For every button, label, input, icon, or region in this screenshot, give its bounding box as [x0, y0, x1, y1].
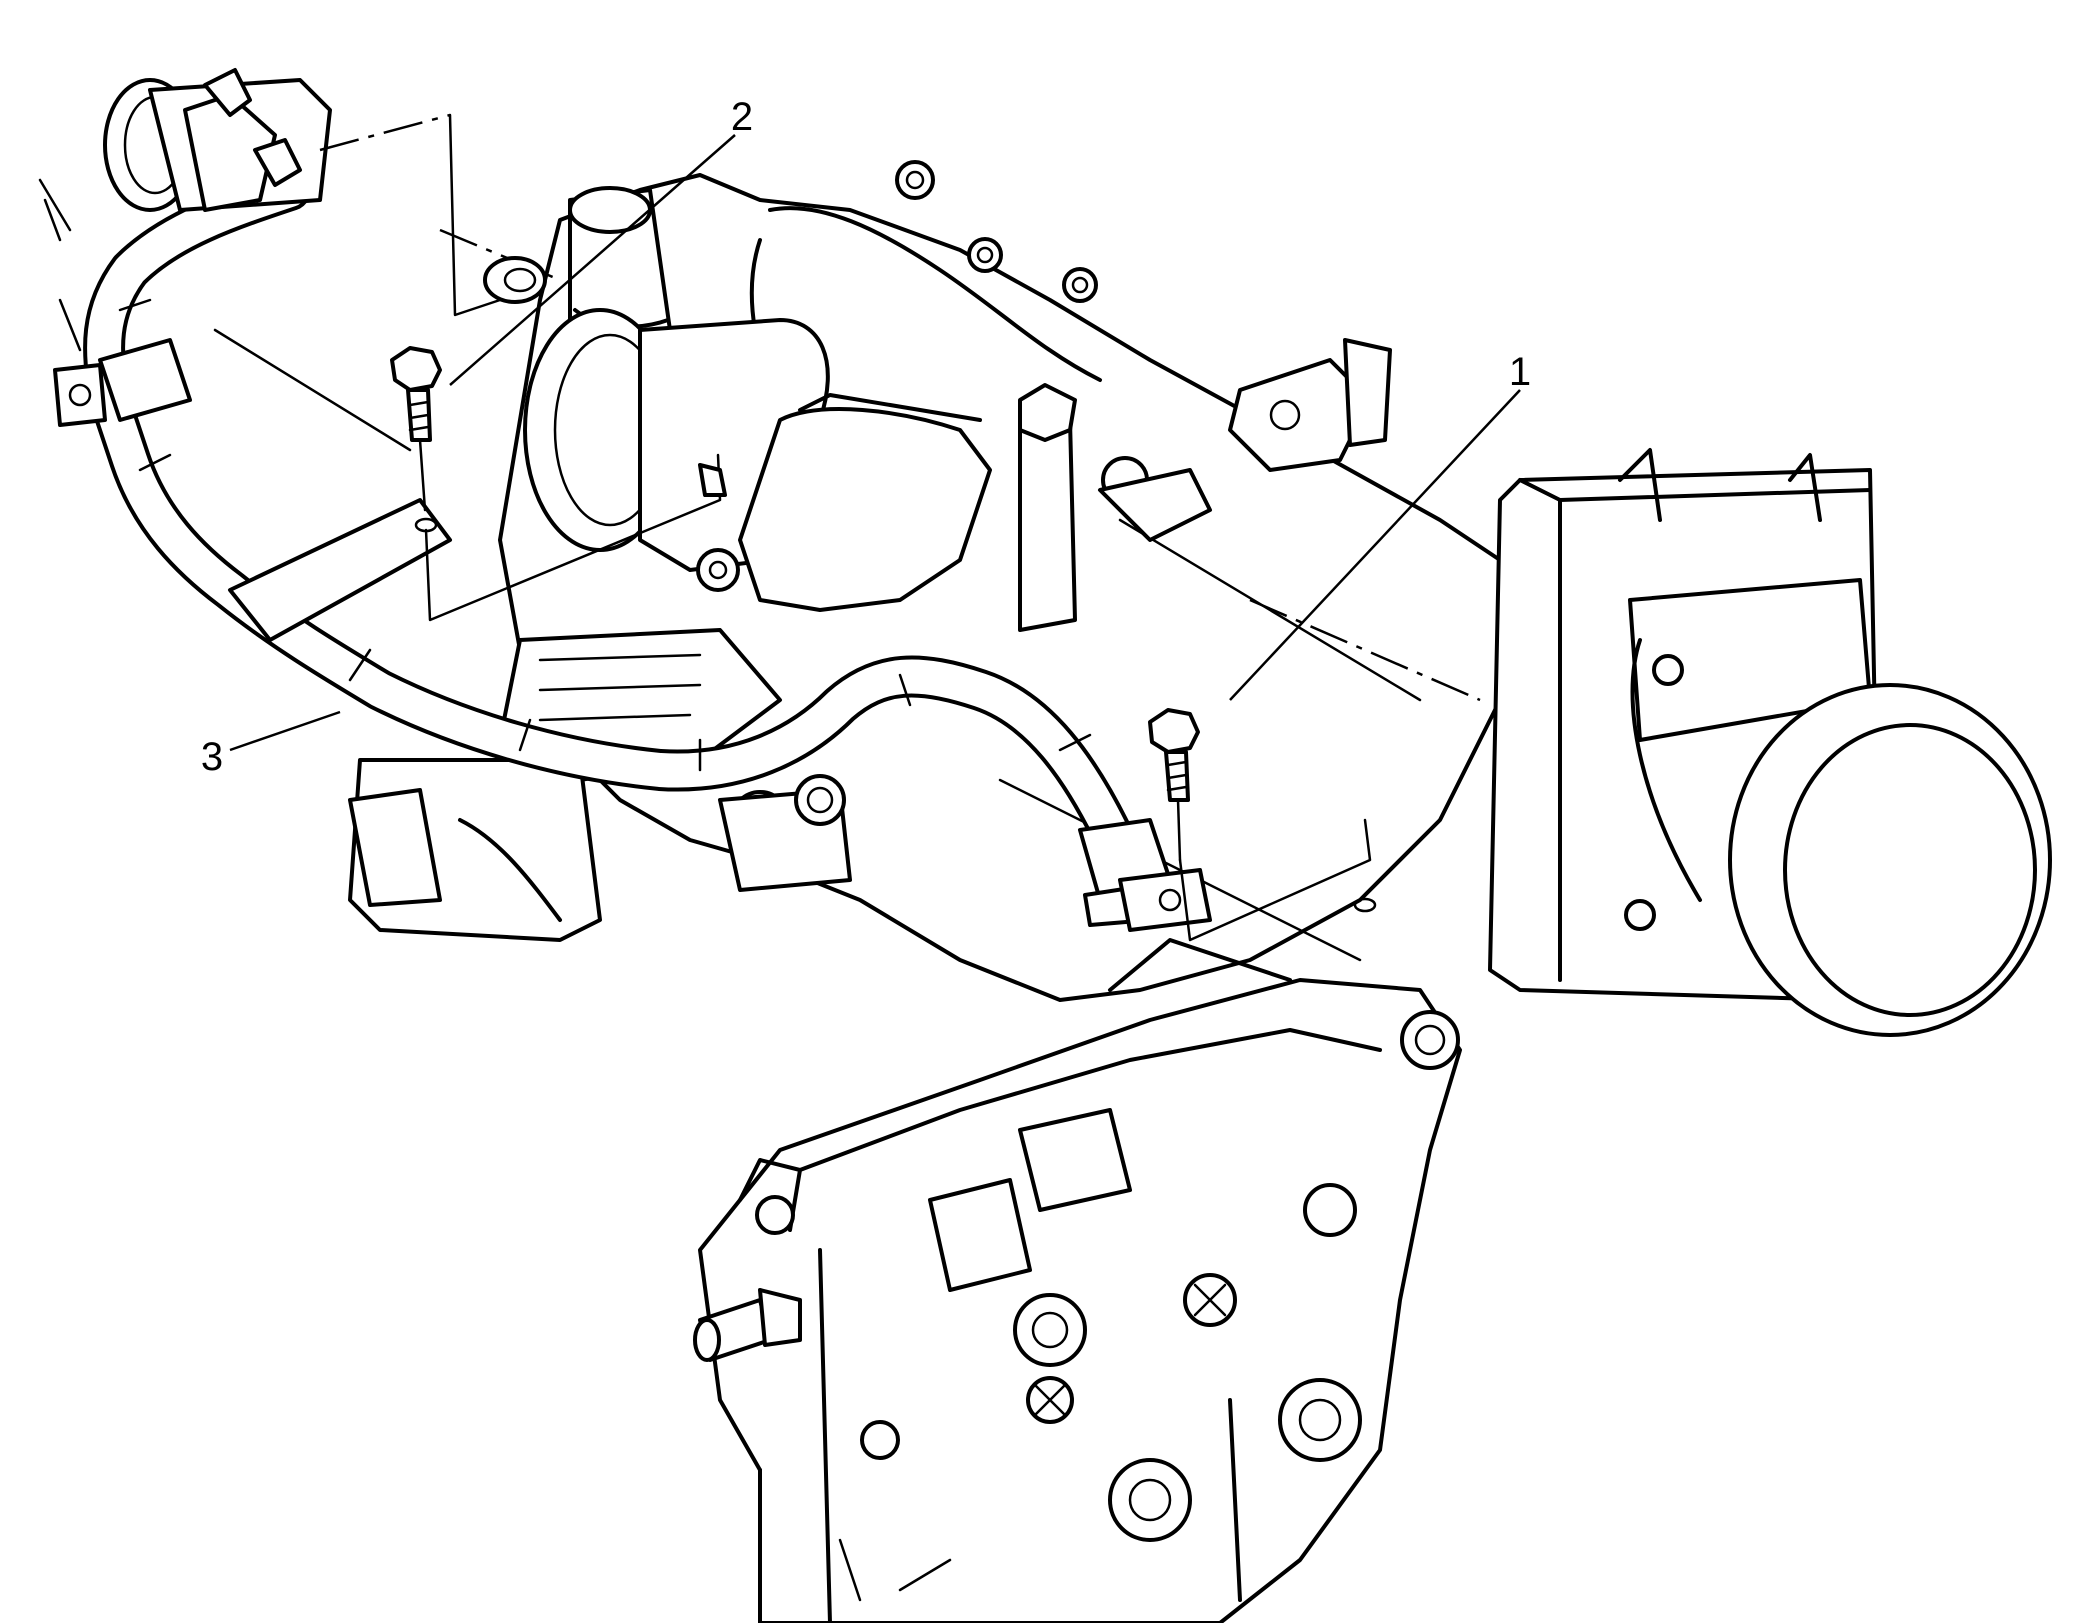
intake-manifold: [498, 160, 1502, 1002]
callout-label-2: 2: [731, 95, 753, 139]
heater-hose: [38, 68, 1212, 932]
bolt-1: [1148, 708, 1377, 942]
engine-front-cover: [693, 938, 1462, 1623]
throttle-body: [1249, 448, 2052, 1037]
callout-3: 3: [201, 710, 341, 779]
bolt-2: [390, 346, 740, 622]
leader-line-3: [229, 710, 341, 752]
callout-label-1: 1: [1509, 350, 1531, 394]
leader-line-2: [449, 134, 736, 386]
callout-2: 2: [449, 95, 753, 386]
callout-label-3: 3: [201, 735, 223, 779]
leader-line-1: [1229, 389, 1521, 701]
callout-1: 1: [1229, 350, 1531, 701]
intake-elbow: [523, 308, 992, 612]
alignment-lines: [213, 113, 561, 452]
